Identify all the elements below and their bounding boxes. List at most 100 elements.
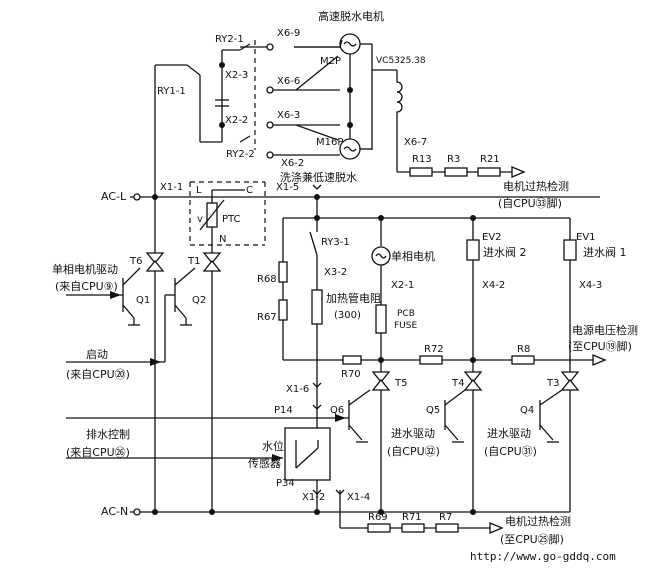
inlet-valve-ev2 — [466, 239, 480, 261]
svg-text:PCB: PCB — [397, 309, 415, 319]
svg-text:T5: T5 — [394, 378, 407, 389]
triac-t1 — [202, 252, 222, 265]
svg-text:进水驱动: 进水驱动 — [391, 427, 435, 440]
svg-text:M16P: M16P — [316, 137, 343, 148]
svg-text:AC-L: AC-L — [101, 190, 127, 203]
svg-text:(自CPU㉜): (自CPU㉜) — [387, 445, 440, 458]
triac-t6 — [145, 252, 165, 265]
svg-text:水位: 水位 — [262, 439, 284, 453]
svg-text:T4: T4 — [451, 378, 464, 389]
svg-text:X6-6: X6-6 — [277, 76, 300, 87]
label-high-speed-motor: 高速脱水电机 — [318, 9, 384, 23]
resistor-r3 — [444, 167, 468, 177]
svg-text:X2-2: X2-2 — [225, 115, 248, 126]
resistor-r21 — [477, 167, 501, 177]
svg-text:进水阀 1: 进水阀 1 — [583, 245, 627, 259]
svg-text:X4-2: X4-2 — [482, 280, 505, 291]
svg-text:v: v — [197, 214, 203, 225]
svg-text:RY3-1: RY3-1 — [321, 237, 350, 248]
svg-text:X1-1: X1-1 — [160, 182, 183, 193]
svg-text:T6: T6 — [129, 256, 142, 267]
svg-text:排水控制: 排水控制 — [86, 427, 130, 441]
resistor-r67 — [278, 299, 288, 321]
svg-text:加热管电阻: 加热管电阻 — [326, 291, 381, 305]
overheat-detect-arrow-2 — [489, 522, 504, 534]
supply-detect-arrow — [592, 354, 607, 366]
svg-text:X3-2: X3-2 — [324, 267, 347, 278]
pcb-fuse — [375, 304, 387, 334]
svg-text:启动: 启动 — [86, 348, 108, 361]
resistor-r8 — [511, 355, 535, 365]
svg-text:X1-6: X1-6 — [286, 384, 309, 395]
svg-text:R13: R13 — [412, 154, 432, 165]
resistor-r70 — [342, 355, 362, 365]
svg-text:(来自CPU㉖): (来自CPU㉖) — [66, 446, 130, 459]
svg-text:EV1: EV1 — [576, 232, 596, 243]
heater-resistor — [311, 289, 323, 325]
resistor-r69 — [367, 523, 391, 533]
svg-text:T3: T3 — [546, 378, 559, 389]
svg-text:Q6: Q6 — [330, 405, 344, 416]
svg-text:(来自CPU⑳): (来自CPU⑳) — [66, 368, 130, 381]
svg-text:X4-3: X4-3 — [579, 280, 602, 291]
svg-text:R69: R69 — [368, 512, 388, 523]
resistor-r13 — [409, 167, 433, 177]
water-level-sensor — [284, 427, 331, 481]
svg-text:M2P: M2P — [320, 56, 341, 67]
overheat-detect-arrow-1 — [511, 166, 526, 178]
svg-text:(自CPU㉝脚): (自CPU㉝脚) — [498, 196, 562, 210]
svg-text:电源电压检测: 电源电压检测 — [572, 323, 638, 337]
svg-text:X6-9: X6-9 — [277, 28, 300, 39]
svg-text:X6-3: X6-3 — [277, 110, 300, 121]
svg-text:R3: R3 — [447, 154, 460, 165]
triac-t4 — [463, 371, 483, 384]
svg-text:R71: R71 — [402, 512, 422, 523]
svg-text:T1: T1 — [187, 256, 200, 267]
svg-text:R72: R72 — [424, 344, 444, 355]
svg-text:(自CPU㉛): (自CPU㉛) — [484, 445, 537, 458]
svg-text:PTC: PTC — [222, 214, 241, 225]
triac-t5 — [371, 371, 391, 384]
svg-text:X1-5: X1-5 — [276, 182, 299, 193]
resistor-r7 — [435, 523, 459, 533]
site-url: http://www.go-gddq.com — [470, 550, 616, 563]
svg-text:RY2-1: RY2-1 — [215, 34, 244, 45]
svg-text:L: L — [196, 185, 202, 196]
svg-text:RY1-1: RY1-1 — [157, 86, 186, 97]
svg-text:Q5: Q5 — [426, 405, 440, 416]
svg-text:R8: R8 — [517, 344, 530, 355]
svg-text:P14: P14 — [274, 405, 293, 416]
svg-text:电机过热检测: 电机过热检测 — [505, 514, 571, 528]
svg-text:(300): (300) — [334, 310, 361, 321]
svg-text:(来自CPU⑨): (来自CPU⑨) — [55, 280, 118, 293]
capacitor-coil — [396, 70, 403, 150]
svg-text:VC5325.38: VC5325.38 — [376, 56, 426, 66]
svg-text:N: N — [219, 234, 226, 245]
inlet-valve-ev1 — [563, 239, 577, 261]
svg-text:X1-2: X1-2 — [302, 492, 325, 503]
svg-text:X6-2: X6-2 — [281, 158, 304, 169]
svg-text:传感器: 传感器 — [248, 457, 281, 470]
resistor-r68 — [278, 261, 288, 283]
svg-text:X2-3: X2-3 — [225, 70, 248, 81]
svg-text:EV2: EV2 — [482, 232, 502, 243]
svg-text:FUSE: FUSE — [394, 321, 417, 331]
svg-text:C: C — [246, 185, 253, 196]
svg-text:R67: R67 — [257, 312, 277, 323]
resistor-r72 — [419, 355, 443, 365]
svg-text:电机过热检测: 电机过热检测 — [503, 179, 569, 193]
svg-text:Q4: Q4 — [520, 405, 534, 416]
triac-t3 — [560, 371, 580, 384]
svg-text:进水驱动: 进水驱动 — [487, 427, 531, 440]
svg-text:R68: R68 — [257, 274, 277, 285]
svg-text:R70: R70 — [341, 369, 361, 380]
svg-text:洗涤兼低速脱水: 洗涤兼低速脱水 — [280, 170, 357, 184]
svg-text:单相电机: 单相电机 — [391, 249, 435, 263]
svg-text:(至CPU㉕脚): (至CPU㉕脚) — [500, 532, 564, 546]
resistor-r71 — [401, 523, 425, 533]
svg-text:进水阀 2: 进水阀 2 — [483, 245, 527, 259]
svg-text:单相电机驱动: 单相电机驱动 — [52, 262, 118, 276]
svg-text:P34: P34 — [276, 478, 295, 489]
svg-text:R7: R7 — [439, 512, 452, 523]
svg-text:AC-N: AC-N — [101, 505, 128, 518]
